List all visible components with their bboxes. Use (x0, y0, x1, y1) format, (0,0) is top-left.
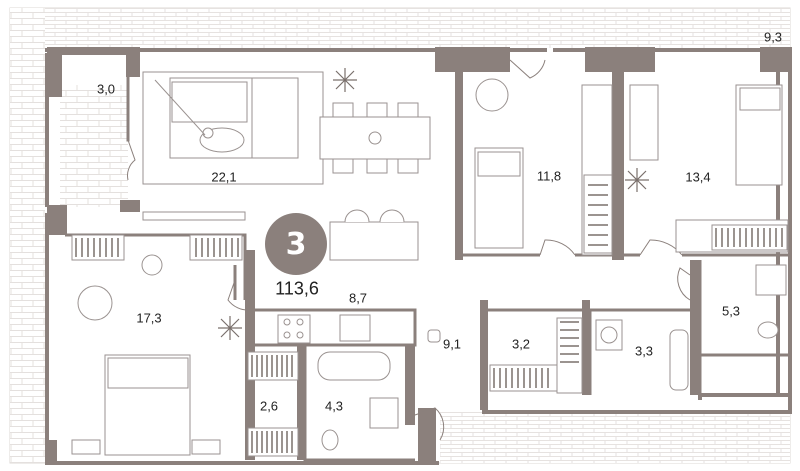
corridor-area-label: 9,1 (442, 336, 462, 352)
terrace-area-label: 9,3 (763, 29, 783, 45)
living-furniture (142, 71, 431, 261)
rooms-count-badge: 3 (265, 213, 327, 275)
bedroom-center-area-label: 11,8 (536, 168, 562, 184)
bedroom-furniture (71, 78, 789, 456)
total-area-label: 113,6 (275, 278, 319, 299)
fixtures (277, 264, 787, 451)
bedroom-right-area-label: 13,4 (685, 169, 711, 185)
storage-area-label: 3,2 (511, 336, 531, 352)
plant-icons (218, 68, 649, 340)
bathroom-right-area-label: 5,3 (721, 303, 741, 319)
living-room-area-label: 22,1 (211, 169, 237, 185)
wardrobe-area-label: 2,6 (259, 398, 279, 414)
bathroom-main-area-label: 4,3 (324, 398, 344, 414)
laundry-area-label: 3,3 (634, 343, 654, 359)
bedroom-left-area-label: 17,3 (136, 310, 162, 326)
closet-hatching (75, 184, 783, 453)
balcony-area-label: 3,0 (96, 81, 116, 97)
kitchen-area-label: 8,7 (348, 290, 368, 306)
terrace (9, 7, 791, 464)
